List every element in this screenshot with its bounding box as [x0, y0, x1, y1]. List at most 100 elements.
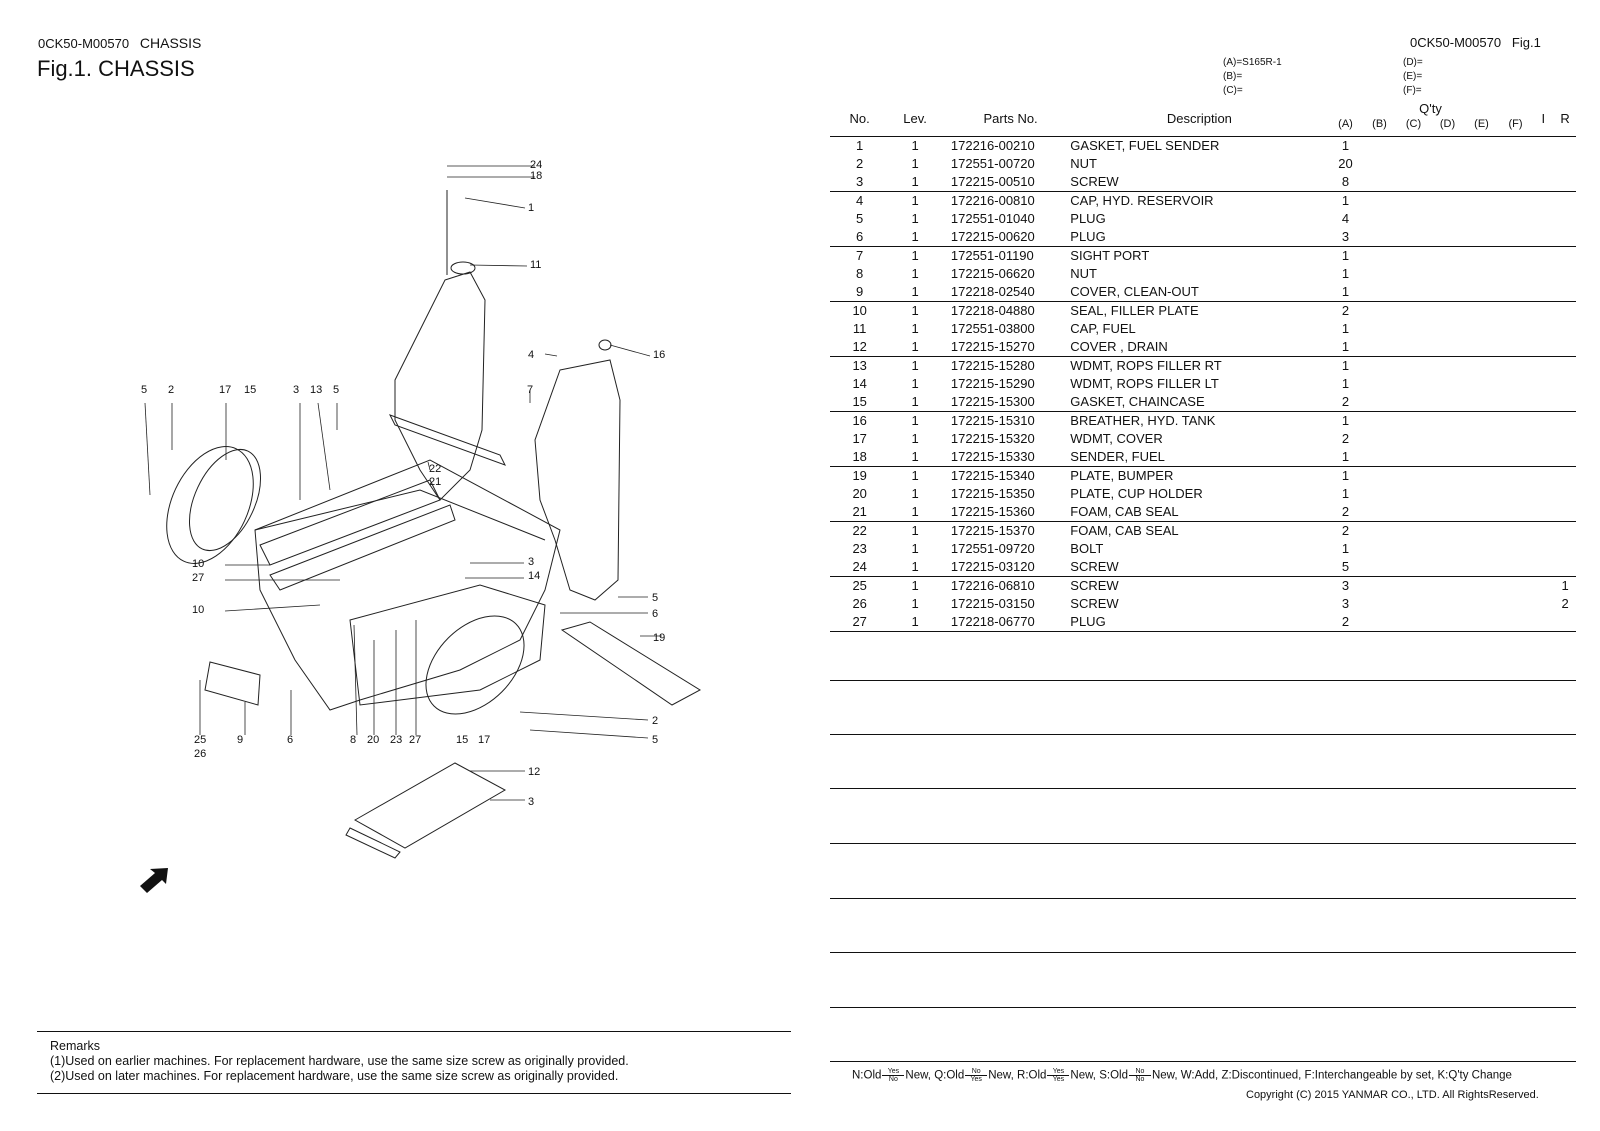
cell-qty-d	[1430, 613, 1465, 632]
left-gasket	[189, 448, 261, 552]
cell-r	[1554, 265, 1576, 283]
qty-d: (D)	[1439, 118, 1456, 130]
col-no: No.	[849, 111, 870, 126]
cell-qty-f	[1499, 595, 1533, 613]
cell-qty-e	[1465, 595, 1499, 613]
cell-qty-c	[1396, 338, 1431, 357]
cell-i	[1532, 448, 1555, 467]
cell-qty-d	[1431, 247, 1465, 266]
frac-bottom: Yes	[1052, 1076, 1065, 1083]
cell-qty-c	[1396, 558, 1431, 577]
callout-label: 6	[287, 734, 294, 746]
cell-r	[1554, 522, 1576, 541]
right-cover	[425, 615, 525, 715]
cell-part-no: 172551-00720	[950, 156, 1035, 171]
cell-qty-b	[1362, 613, 1397, 632]
cell-qty-c	[1397, 302, 1431, 321]
cell-r	[1554, 613, 1576, 632]
callout-label: 18	[530, 170, 543, 182]
callout-label: 17	[219, 384, 232, 396]
chassis-exploded-diagram	[140, 165, 702, 893]
cell-lev: 1	[911, 596, 919, 611]
qty-b: (B)	[1372, 118, 1387, 130]
cell-qty-b	[1362, 338, 1397, 357]
cell-qty-a: 1	[1341, 541, 1350, 556]
legend-q-new: New,	[988, 1069, 1014, 1082]
cell-qty-b	[1363, 137, 1397, 156]
cell-qty-b	[1363, 210, 1397, 228]
cell-qty-a: 1	[1341, 358, 1350, 373]
model-e: (E)=	[1403, 71, 1423, 82]
cell-lev: 1	[911, 578, 919, 593]
cell-qty-c	[1397, 430, 1431, 448]
header-right-fig: Fig.1	[1511, 35, 1541, 50]
remarks: Remarks (1)Used on earlier machines. For…	[50, 1039, 629, 1084]
cell-no: 16	[852, 413, 867, 428]
callout-label: 20	[367, 734, 380, 746]
cell-qty-f	[1498, 448, 1533, 467]
callout-label: 10	[192, 604, 205, 616]
header-left-title: CHASSIS	[139, 35, 202, 51]
cell-qty-f	[1499, 467, 1533, 486]
cell-qty-f	[1498, 558, 1533, 577]
callout-label: 15	[244, 384, 257, 396]
cell-part-no: 172215-03150	[950, 596, 1035, 611]
cell-part-no: 172215-15370	[950, 523, 1035, 538]
callout-label: 8	[350, 734, 357, 746]
cell-no: 13	[852, 358, 867, 373]
cell-no: 14	[852, 376, 867, 391]
col-r: R	[1560, 111, 1570, 126]
callout-label: 12	[528, 766, 541, 778]
cell-no: 23	[852, 541, 867, 556]
cell-r	[1554, 320, 1576, 338]
callout-label: 4	[528, 349, 535, 361]
cell-qty-d	[1430, 448, 1465, 467]
cell-qty-b	[1362, 283, 1397, 302]
cell-qty-d	[1431, 320, 1465, 338]
cell-part-no: 172551-01190	[950, 248, 1034, 263]
cell-i	[1533, 302, 1555, 321]
remarks-title: Remarks	[50, 1039, 101, 1053]
cell-description: COVER, CLEAN-OUT	[1070, 283, 1329, 302]
cell-qty-b	[1363, 540, 1397, 558]
header-left: 0CK50-M00570 CHASSIS	[38, 35, 201, 51]
cell-r: 2	[1561, 596, 1569, 611]
cell-qty-e	[1465, 467, 1499, 486]
cell-qty-e	[1465, 540, 1499, 558]
cell-i	[1533, 247, 1555, 266]
cell-qty-f	[1498, 173, 1533, 192]
cell-qty-c	[1396, 448, 1431, 467]
cell-qty-b	[1363, 467, 1397, 486]
callout-label: 6	[652, 608, 659, 620]
cell-lev: 1	[911, 431, 919, 446]
cell-qty-d	[1431, 137, 1465, 156]
cell-qty-f	[1499, 320, 1533, 338]
cell-no: 15	[830, 393, 890, 412]
cell-qty-e	[1465, 577, 1499, 596]
cell-qty-b	[1363, 357, 1397, 376]
cell-no: 4	[856, 193, 864, 208]
cell-qty-b	[1363, 247, 1397, 266]
cell-qty-b	[1363, 412, 1397, 431]
blank-rule	[830, 788, 1576, 789]
cell-description: BOLT	[1070, 541, 1104, 556]
cell-lev: 1	[889, 503, 941, 522]
cell-i	[1533, 320, 1555, 338]
col-lev: Lev.	[903, 111, 927, 126]
cell-part-no: 172216-00810	[950, 193, 1035, 208]
cell-lev: 1	[911, 358, 919, 373]
callout-label: 22	[429, 463, 442, 475]
cell-r	[1554, 558, 1576, 577]
frac-top: Yes	[887, 1068, 900, 1075]
cell-lev: 1	[911, 248, 919, 263]
cell-qty-a: 8	[1328, 173, 1363, 192]
